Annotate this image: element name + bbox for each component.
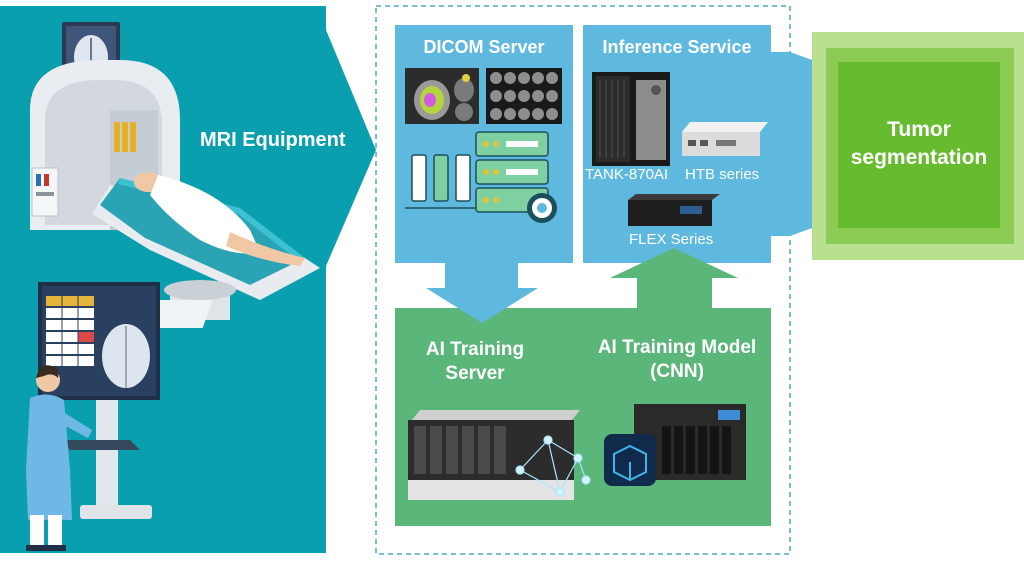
mri-scanner-illustration <box>30 22 320 328</box>
training-model-label: AI Training Model (CNN) <box>586 336 768 384</box>
training-server-label: AI Training Server <box>400 338 550 386</box>
dicom-scan-images <box>405 68 562 124</box>
down-arrow <box>426 263 538 323</box>
flex-series-device <box>628 194 720 226</box>
result-line1: Tumor <box>887 118 951 141</box>
htb-series-device <box>682 122 768 156</box>
training-model-line1: AI Training Model <box>597 337 757 358</box>
result-line2: segmentation <box>850 146 988 169</box>
dashed-container <box>375 5 791 555</box>
model-cube-icon <box>604 434 656 486</box>
training-server-device <box>408 410 580 500</box>
device-label-tank: TANK-870AI <box>585 166 669 183</box>
training-server-line2: Server <box>445 363 505 384</box>
mri-label: MRI Equipment <box>200 129 346 151</box>
training-server-line1: AI Training <box>425 339 525 360</box>
up-arrow <box>610 248 738 308</box>
neural-network-icon <box>515 435 591 497</box>
tank-870ai-device <box>592 72 670 166</box>
inference-title: Inference Service <box>602 37 752 57</box>
doctor-workstation-illustration <box>26 282 160 551</box>
dicom-title: DICOM Server <box>423 37 545 57</box>
training-model-line2: (CNN) <box>650 361 704 382</box>
result-inner <box>838 62 1000 228</box>
device-label-htb: HTB series <box>685 166 760 183</box>
dicom-server-icons <box>405 131 557 223</box>
result-label: Tumor segmentation <box>838 116 1000 172</box>
device-label-flex: FLEX Series <box>629 231 714 248</box>
